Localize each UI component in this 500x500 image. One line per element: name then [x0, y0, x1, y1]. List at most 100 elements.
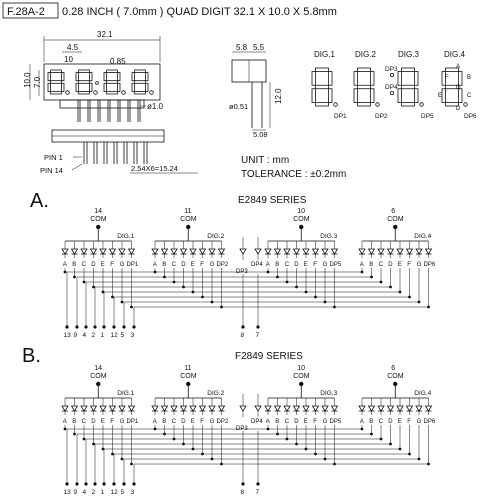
segment-letter: A	[63, 262, 67, 268]
junction	[191, 447, 195, 451]
led-diode	[283, 405, 291, 412]
front-digit	[47, 69, 70, 95]
segment-letter: F	[110, 262, 114, 268]
led-diode	[311, 248, 320, 255]
dim-height-label: 10.0	[23, 72, 32, 88]
junction	[82, 280, 86, 284]
segment	[134, 80, 146, 84]
seg-letter-d: D	[456, 106, 461, 112]
segment-letter: F	[407, 262, 411, 268]
front-digit	[75, 69, 98, 95]
pin-number: 3	[131, 332, 135, 339]
led-diode	[367, 248, 376, 255]
segment	[311, 88, 316, 103]
pin-number: 3	[131, 489, 135, 496]
digit-label: DIG.3	[320, 390, 337, 397]
segment	[89, 82, 93, 92]
segment	[75, 72, 79, 82]
part-number: F.28A-2	[7, 6, 45, 18]
pin-number: 13	[64, 489, 72, 496]
junction	[111, 295, 114, 299]
seg-letter-e: E	[438, 93, 442, 99]
dp-diode	[239, 405, 247, 412]
led-diode	[198, 405, 207, 412]
segment-letter: F	[407, 419, 411, 425]
junction	[276, 275, 279, 279]
decimal-point	[333, 102, 338, 107]
digit-label: DIG.1	[117, 390, 134, 397]
segment	[78, 91, 90, 95]
segment-letter: D	[91, 419, 96, 425]
com-pin-number: 6	[391, 365, 395, 372]
segment-letter: B	[72, 262, 76, 268]
segment-letter: A	[153, 419, 157, 425]
com-node	[186, 381, 191, 387]
junction	[398, 447, 402, 451]
segment-letter: DP2	[217, 262, 229, 268]
junction	[182, 442, 185, 446]
pin-dia-label: ø1.0	[147, 102, 164, 111]
side-view: 5.8 5.5 12.0 ø0.51 5.08	[229, 43, 283, 139]
segment-letter: F	[313, 262, 317, 268]
junction	[389, 285, 392, 289]
com-label: COM	[293, 216, 310, 223]
seg-letter-b: B	[467, 75, 471, 81]
com-node	[299, 224, 304, 230]
junction	[201, 452, 204, 456]
junction	[379, 437, 383, 441]
segment-letter: A	[266, 419, 270, 425]
segment-letter: G	[210, 262, 215, 268]
legend-dig2: DIG.2	[355, 50, 376, 59]
seg-letter-c: C	[467, 93, 472, 99]
led-diode	[70, 248, 79, 255]
led-diode	[89, 248, 98, 255]
pin-number: 8	[241, 332, 245, 339]
pitch-label: 2.54X6=15.24	[131, 164, 178, 173]
segment-letter: D	[294, 419, 299, 425]
led-diode	[367, 405, 376, 412]
segment	[50, 91, 62, 95]
segment-letter: F	[110, 419, 114, 425]
junction	[417, 457, 421, 461]
segment-letter: DP6	[424, 262, 436, 268]
pin-node	[241, 325, 245, 329]
segment	[78, 80, 90, 84]
led-diode	[377, 248, 385, 255]
pin-number: 13	[64, 332, 72, 339]
junction	[201, 295, 204, 299]
segment-letter: E	[101, 262, 105, 268]
digit-legend: DIG.1 DIG.2 DIG.3 DIG.4 DP3 DP4 DP1 DP2 …	[311, 50, 477, 120]
led-diode	[311, 405, 320, 412]
decimal-point	[463, 102, 468, 107]
segment-letter: DP1	[127, 262, 139, 268]
led-diode	[405, 405, 414, 412]
led-diode	[127, 248, 136, 255]
segment-letter: A	[360, 419, 364, 425]
pin-number: 2	[92, 489, 96, 496]
segment	[117, 72, 121, 82]
segment	[134, 69, 146, 73]
junction	[323, 300, 327, 304]
led-diode	[396, 405, 404, 412]
decimal-point	[149, 90, 154, 95]
segment-letter: F	[313, 419, 317, 425]
junction	[408, 295, 411, 299]
digit-label: DIG.2	[207, 233, 224, 240]
schematic-b-label: B.	[22, 345, 41, 367]
legend-dp2: DP2	[375, 113, 388, 120]
segment	[106, 91, 118, 95]
pin-number: 1	[101, 489, 105, 496]
junction	[276, 432, 279, 436]
seg-letter-g: G	[456, 85, 461, 91]
segment-letter: G	[417, 419, 422, 425]
com-node	[299, 381, 304, 387]
led-diode	[189, 248, 197, 255]
segment	[441, 88, 446, 103]
segment	[106, 80, 118, 84]
junction	[360, 270, 364, 274]
pin-node	[65, 482, 69, 486]
led-diode	[386, 405, 395, 412]
